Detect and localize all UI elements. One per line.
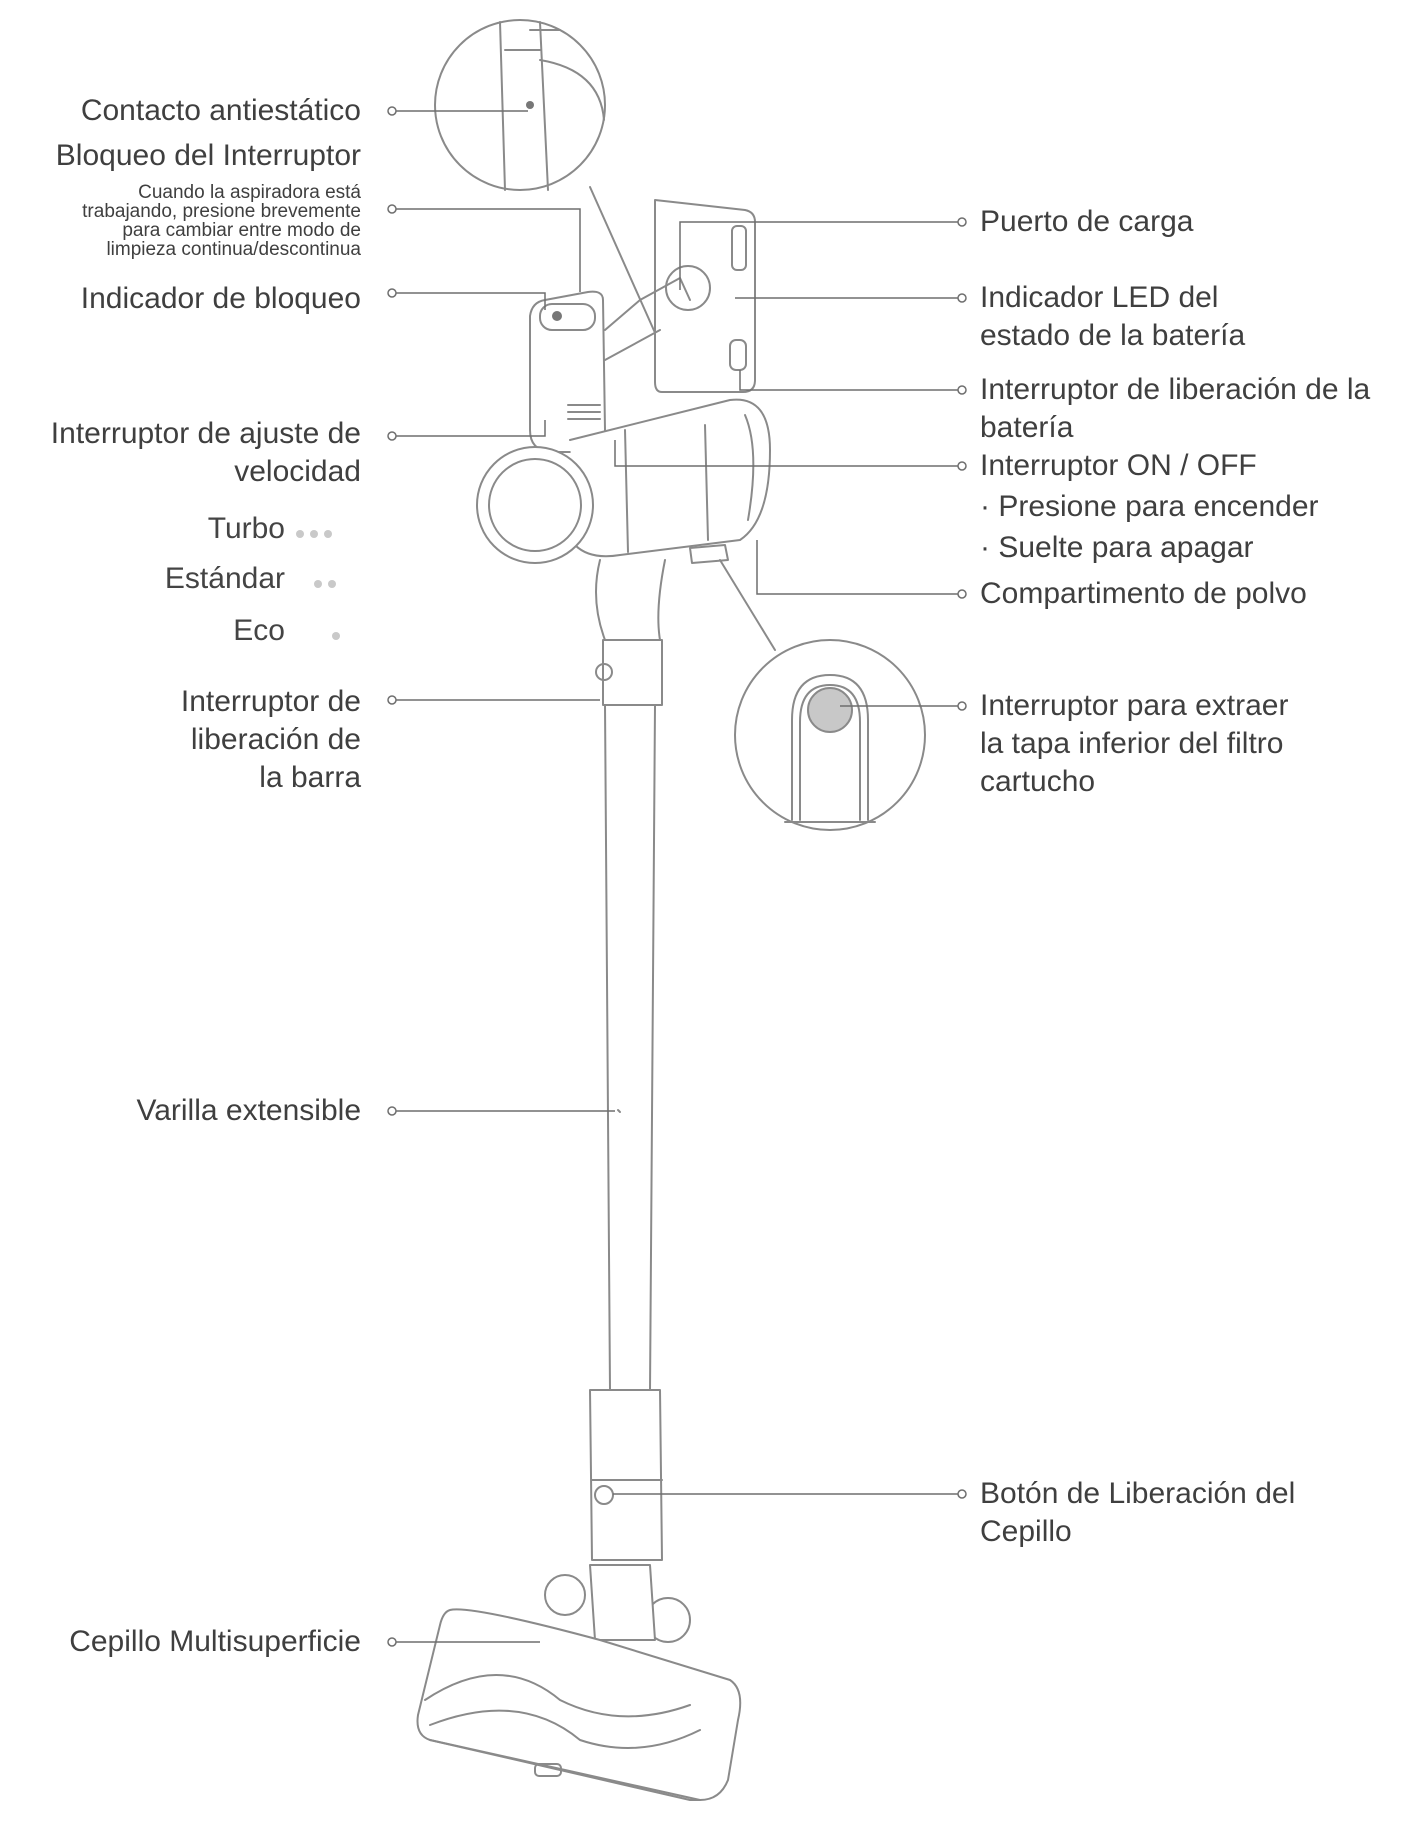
brush-release-line: Cepillo <box>980 1515 1072 1548</box>
label-lock-indicator: Indicador de bloqueo <box>80 282 361 315</box>
mode-dot <box>310 530 318 538</box>
battery-led-line: Indicador LED del <box>980 281 1219 314</box>
label-charging-port: Puerto de carga <box>980 205 1194 238</box>
label-dust-bin: Compartimento de polvo <box>980 577 1307 610</box>
bar-release-line: liberación de <box>190 723 361 756</box>
label-brush-release: Botón de Liberación del Cepillo <box>980 1475 1295 1551</box>
label-battery-led: Indicador LED del estado de la batería <box>980 279 1245 355</box>
label-power-on: · Presione para encender <box>980 490 1319 523</box>
label-switch-lock-note: Cuando la aspiradora está trabajando, pr… <box>82 183 361 259</box>
vacuum-body <box>476 398 771 564</box>
bar-release-line: la barra <box>259 761 361 794</box>
label-extension-rod: Varilla extensible <box>136 1094 361 1127</box>
switch-lock-note-line: para cambiar entre modo de <box>122 220 361 241</box>
filter-cover-line: cartucho <box>980 765 1096 798</box>
mode-dot <box>314 580 322 588</box>
speed-switch-line: Interruptor de ajuste de <box>50 417 361 450</box>
zoom-circle-top <box>434 19 657 336</box>
mode-dot <box>328 580 336 588</box>
label-speed-switch: Interruptor de ajuste de velocidad <box>51 415 361 491</box>
label-antistatic-contact: Contacto antiestático <box>80 94 361 127</box>
battery-led-line: estado de la batería <box>980 319 1246 352</box>
mode-dot <box>332 632 340 640</box>
switch-lock-note-line: trabajando, presione brevemente <box>82 201 361 222</box>
callout-lines <box>387 106 967 1647</box>
brush-head <box>416 1564 742 1801</box>
wall-mount <box>654 199 756 393</box>
mode-turbo-label: Turbo <box>207 512 285 545</box>
vacuum-rod <box>589 559 666 1561</box>
mode-turbo-dots <box>296 525 338 543</box>
label-filter-cover-release: Interruptor para extraer la tapa inferio… <box>980 687 1288 801</box>
label-bar-release: Interruptor de liberación de la barra <box>181 683 361 797</box>
label-power-off: · Suelte para apagar <box>980 531 1254 564</box>
filter-cover-line: la tapa inferior del filtro <box>980 727 1284 760</box>
mode-standard-dots <box>314 575 342 593</box>
switch-lock-note-line: Cuando la aspiradora está <box>138 182 361 203</box>
vacuum-handle <box>529 277 691 453</box>
switch-lock-note-line: limpieza continua/descontinua <box>106 239 361 260</box>
bar-release-line: Interruptor de <box>180 685 361 718</box>
speed-switch-line: velocidad <box>234 455 361 488</box>
zoom-circle-bottom <box>719 559 926 831</box>
brush-release-line: Botón de Liberación del <box>980 1477 1296 1510</box>
mode-eco-label: Eco <box>233 614 285 647</box>
label-switch-lock: Bloqueo del Interruptor <box>55 139 361 172</box>
battery-release-line: batería <box>980 411 1074 444</box>
battery-release-line: Interruptor de liberación de la <box>980 373 1371 406</box>
label-battery-release: Interruptor de liberación de la batería <box>980 371 1370 447</box>
mode-standard-label: Estándar <box>164 562 285 595</box>
mode-dot <box>324 530 332 538</box>
label-power-switch: Interruptor ON / OFF <box>980 449 1257 482</box>
mode-eco-dots <box>332 627 346 645</box>
filter-cover-line: Interruptor para extraer <box>980 689 1289 722</box>
mode-dot <box>296 530 304 538</box>
label-multisurface-brush: Cepillo Multisuperficie <box>69 1625 361 1658</box>
